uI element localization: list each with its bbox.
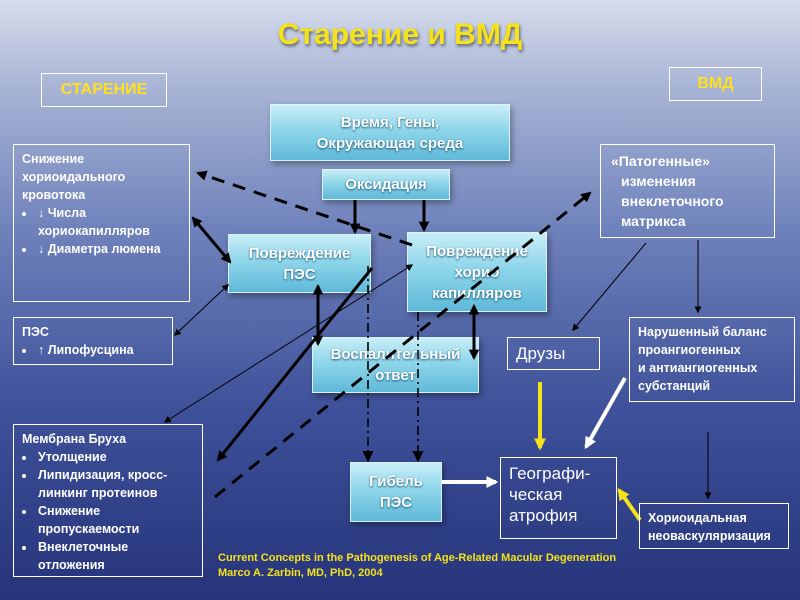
box-line: капилляров	[432, 284, 522, 302]
box-line: Повреждение	[426, 242, 528, 260]
rpe-lipofuscin-box: ПЭС ↑ Липофусцина	[13, 317, 173, 365]
box-line: Нарушенный баланс	[638, 325, 767, 339]
box-line: Время, Гены,	[340, 113, 440, 131]
arrow-choroidal-flow-rpe	[191, 216, 232, 264]
list-item: Липидизация, кросс-линкинг протеинов	[36, 466, 194, 502]
choriocapillary-damage-box: Повреждение хорио капилляров	[407, 232, 547, 312]
box-line: ческая	[509, 485, 563, 504]
box-line: «Патогенные»	[611, 153, 710, 169]
slide-title: Старение и ВМД	[277, 18, 523, 51]
box-line: атрофия	[509, 506, 578, 525]
box-line: Повреждение	[248, 244, 351, 262]
box-line: Оксидация	[345, 176, 427, 193]
list-item: Утолщение	[36, 448, 194, 466]
box-line: ПЭС	[379, 494, 413, 511]
box-line: проангиогенных	[638, 343, 741, 357]
box-line: изменения	[621, 173, 696, 189]
box-line: субстанций	[638, 379, 711, 393]
citation-line: Marco A. Zarbin, MD, PhD, 2004	[218, 567, 383, 579]
box-line: Хориоидальная	[648, 511, 747, 525]
angiogenic-balance-box: Нарушенный баланс проангиогенных и антиа…	[629, 317, 795, 402]
amd-header: ВМД	[669, 67, 762, 101]
box-line: хорио	[454, 263, 500, 281]
box-line: внеклеточного	[621, 193, 724, 209]
box-line: Мембрана Бруха	[22, 432, 127, 446]
box-line: ПЭС	[283, 265, 316, 283]
time-genes-environment-box: Время, Гены, Окружающая среда	[270, 104, 510, 161]
list-item: ↓ Диаметра люмена	[36, 240, 181, 258]
box-line: Снижение	[22, 152, 85, 166]
box-line: Окружающая среда	[316, 134, 464, 152]
box-line: ответ	[375, 367, 416, 384]
citation-line: Current Concepts in the Pathogenesis of …	[218, 552, 617, 564]
arrow-balance-to-atrophy	[584, 377, 627, 450]
bruch-membrane-box: Мембрана Бруха Утолщение Липидизация, кр…	[13, 424, 203, 577]
oxidation-box: Оксидация	[322, 169, 450, 200]
box-line: неоваскуляризация	[648, 529, 771, 543]
list-item: ↓ Числа хориокапилляров	[36, 204, 181, 240]
box-line: Друзы	[516, 344, 566, 363]
box-line: Гибель	[369, 473, 423, 490]
box-line: хориоидального	[22, 170, 126, 184]
drusen-box: Друзы	[507, 337, 600, 370]
list-item: Снижение пропускаемости	[36, 502, 194, 538]
box-line: кровотока	[22, 188, 86, 202]
box-line: Воспалительный	[330, 346, 461, 363]
list-item: Внеклеточные отложения	[36, 538, 194, 574]
choroidal-neovascularization-box: Хориоидальная неоваскуляризация	[639, 503, 789, 549]
geographic-atrophy-box: Географи- ческая атрофия	[500, 457, 617, 539]
box-line: ПЭС	[22, 325, 49, 339]
inflammatory-response-box: Воспалительный ответ	[312, 337, 479, 393]
list-item: ↑ Липофусцина	[36, 341, 164, 359]
box-line: Географи-	[509, 464, 591, 483]
box-line: матрикса	[621, 213, 686, 229]
aging-header: СТАРЕНИЕ	[41, 73, 167, 107]
choroidal-flow-box: Снижение хориоидального кровотока ↓ Числ…	[13, 144, 190, 302]
box-line: и антиангиогенных	[638, 361, 758, 375]
arrow-cnv-to-atrophy	[617, 488, 642, 522]
pathogenic-matrix-box: «Патогенные» изменения внеклеточного мат…	[600, 144, 775, 238]
citation: Current Concepts in the Pathogenesis of …	[218, 551, 616, 581]
